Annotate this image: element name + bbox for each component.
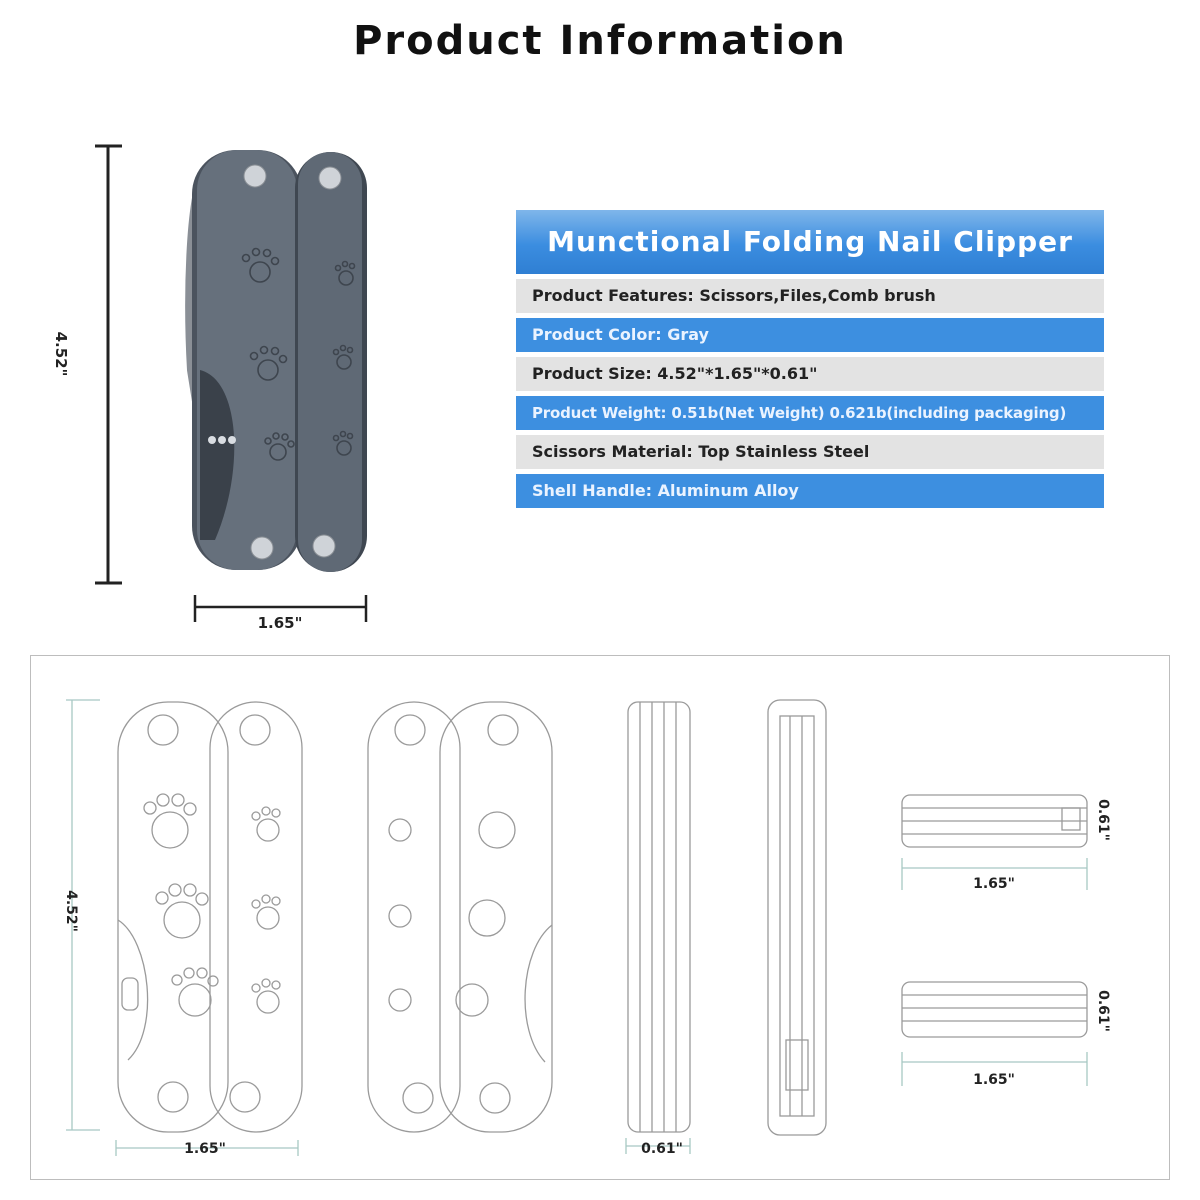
height-dimension-line [95, 144, 122, 585]
nail-clipper-photo [185, 150, 367, 572]
width-dimension-line [193, 595, 368, 622]
top-view-width-label: 1.65" [973, 876, 1015, 892]
photo-width-label: 1.65" [257, 614, 303, 632]
front-view-left [117, 701, 303, 1133]
front-view-right [367, 701, 553, 1133]
bottom-view-width-line [901, 1052, 1088, 1086]
blueprint-frame [30, 655, 1170, 1180]
blueprint-side-width-label: 0.61" [641, 1141, 683, 1157]
blueprint-height-label: 4.52" [63, 890, 79, 932]
info-row-material: Scissors Material: Top Stainless Steel [516, 435, 1104, 469]
info-row-size: Product Size: 4.52"*1.65"*0.61" [516, 357, 1104, 391]
page-title: Product Information [353, 18, 847, 64]
blueprint-front-width-label: 1.65" [184, 1141, 226, 1157]
bottom-view [901, 981, 1088, 1038]
front-width-line [115, 1140, 299, 1156]
photo-height-label: 4.52" [52, 331, 70, 377]
product-info-table: Munctional Folding Nail Clipper Product … [516, 210, 1104, 513]
top-view-width-line [901, 858, 1088, 890]
info-row-color: Product Color: Gray [516, 318, 1104, 352]
info-row-features: Product Features: Scissors,Files,Comb br… [516, 279, 1104, 313]
blueprint-drawings [66, 699, 1088, 1156]
info-row-weight: Product Weight: 0.51b(Net Weight) 0.621b… [516, 396, 1104, 430]
top-view-thickness-label: 0.61" [1095, 799, 1111, 841]
blueprint-height-line [66, 699, 100, 1131]
bottom-view-thickness-label: 0.61" [1095, 990, 1111, 1032]
side-width-line [625, 1138, 691, 1154]
side-view-right [767, 699, 827, 1136]
side-view-left [627, 701, 691, 1133]
top-view [901, 794, 1088, 848]
info-table-header: Munctional Folding Nail Clipper [516, 210, 1104, 274]
info-row-handle: Shell Handle: Aluminum Alloy [516, 474, 1104, 508]
bottom-view-width-label: 1.65" [973, 1072, 1015, 1088]
